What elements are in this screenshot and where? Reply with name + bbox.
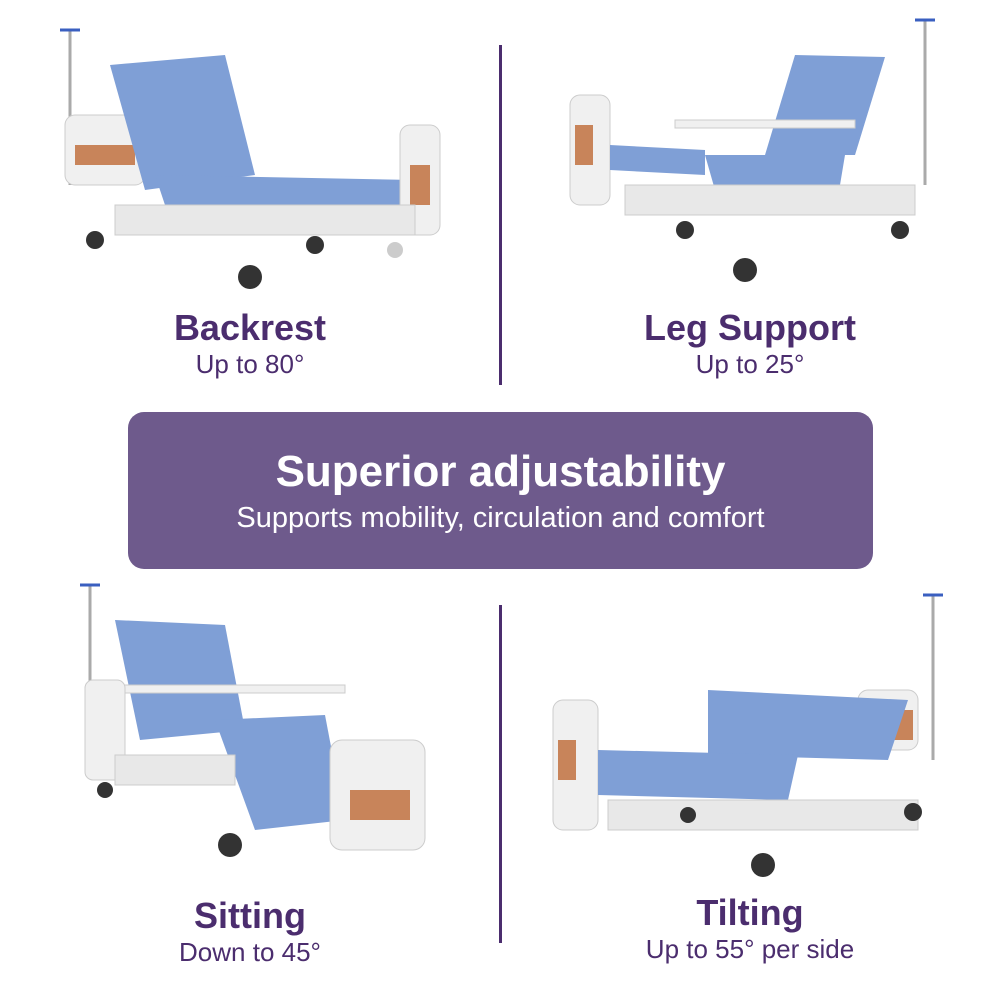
vertical-divider-top [499, 45, 502, 385]
backrest-subtitle: Up to 80° [195, 349, 305, 379]
tilting-caption: Tilting Up to 55° per side [500, 893, 1000, 965]
banner-subheading: Supports mobility, circulation and comfo… [236, 502, 765, 534]
sitting-subtitle: Down to 45° [179, 937, 321, 967]
leg-support-caption: Leg Support Up to 25° [500, 308, 1000, 380]
bed-backrest-image [60, 28, 441, 289]
backrest-caption: Backrest Up to 80° [0, 308, 500, 380]
feature-banner: Superior adjustability Supports mobility… [128, 412, 873, 569]
tilting-title: Tilting [696, 892, 804, 933]
sitting-caption: Sitting Down to 45° [0, 896, 500, 968]
leg-support-subtitle: Up to 25° [695, 349, 805, 379]
leg-support-title: Leg Support [644, 307, 856, 348]
tilting-subtitle: Up to 55° per side [645, 934, 855, 964]
vertical-divider-bottom [499, 605, 502, 943]
banner-heading: Superior adjustability [275, 447, 726, 496]
bed-sitting-image [80, 583, 426, 857]
backrest-title: Backrest [173, 307, 327, 348]
sitting-title: Sitting [194, 895, 306, 936]
bed-leg-support-image [569, 18, 935, 282]
bed-tilting-image [552, 593, 943, 877]
